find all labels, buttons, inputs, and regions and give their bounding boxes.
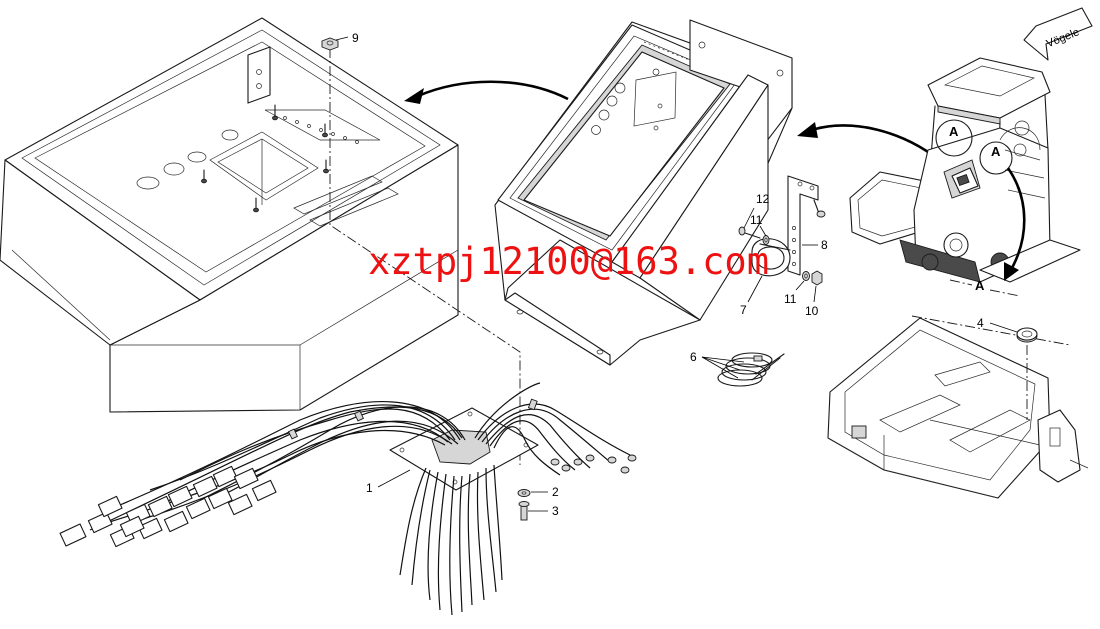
callout-1-label: 1 [366, 481, 373, 495]
callout-11-lower: 11 [784, 280, 805, 306]
vogele-logo-arrow: Vögele [1023, 7, 1093, 61]
callout-4: 4 [977, 316, 1018, 333]
part-3-screw [518, 501, 530, 521]
callout-7: 7 [740, 275, 763, 317]
arrowhead-right [797, 122, 818, 138]
part-4-grommet [1016, 327, 1038, 343]
detail-a-reference-line [911, 315, 1071, 346]
detail-marker-right: A [991, 144, 1001, 159]
callout-10: 10 [805, 285, 819, 318]
detail-cut-line-left [949, 279, 973, 286]
part-6-cable-ties [717, 352, 785, 387]
callout-9-label: 9 [352, 31, 359, 45]
part-12-screw [738, 226, 761, 239]
callout-3: 3 [528, 504, 559, 518]
part-8-bracket [787, 175, 826, 276]
part-10-nut [811, 270, 823, 286]
callout-8-label: 8 [821, 238, 828, 252]
part-1-cable-harness [59, 382, 637, 616]
arrowhead-left [404, 88, 424, 104]
detail-marker-left: A [949, 124, 959, 139]
detail-arrowhead [1004, 262, 1019, 281]
console-housing [0, 17, 459, 413]
callout-12: 12 [743, 192, 770, 229]
callout-7-label: 7 [740, 303, 747, 317]
detail-arrow [1006, 167, 1026, 269]
callout-8: 8 [802, 238, 828, 252]
callout-3-label: 3 [552, 504, 559, 518]
control-panel-box [494, 19, 793, 366]
detail-a-frame [827, 317, 1089, 499]
callout-10-label: 10 [805, 304, 819, 318]
detail-cut-line-right [989, 289, 1021, 297]
callout-6: 6 [690, 350, 745, 379]
harness-connectors-right [550, 454, 637, 474]
callout-11-upper: 11 [750, 213, 767, 237]
watermark-text: xztpj12100@163.com [368, 240, 769, 283]
part-11-washer-upper [762, 235, 770, 245]
callout-11-upper-label: 11 [750, 213, 763, 227]
assembly-arrow-right [811, 124, 946, 166]
callout-1: 1 [366, 469, 411, 495]
paver-machine [849, 57, 1081, 283]
harness-connectors-left [59, 465, 277, 548]
part-9-nut [321, 37, 339, 51]
callout-2-label: 2 [552, 485, 559, 499]
part-2-washer [517, 489, 531, 497]
callout-9: 9 [335, 31, 359, 45]
callout-4-label: 4 [977, 316, 984, 330]
callout-2: 2 [531, 485, 559, 499]
detail-label-a: A [975, 278, 985, 293]
callout-6-label: 6 [690, 350, 697, 364]
callout-12-label: 12 [756, 192, 770, 206]
part-7-clamp [751, 238, 791, 277]
part-11-washer-lower [802, 271, 810, 281]
assembly-center-line [329, 48, 521, 465]
assembly-arrow-left [417, 80, 569, 101]
callout-11-lower-label: 11 [784, 292, 797, 306]
